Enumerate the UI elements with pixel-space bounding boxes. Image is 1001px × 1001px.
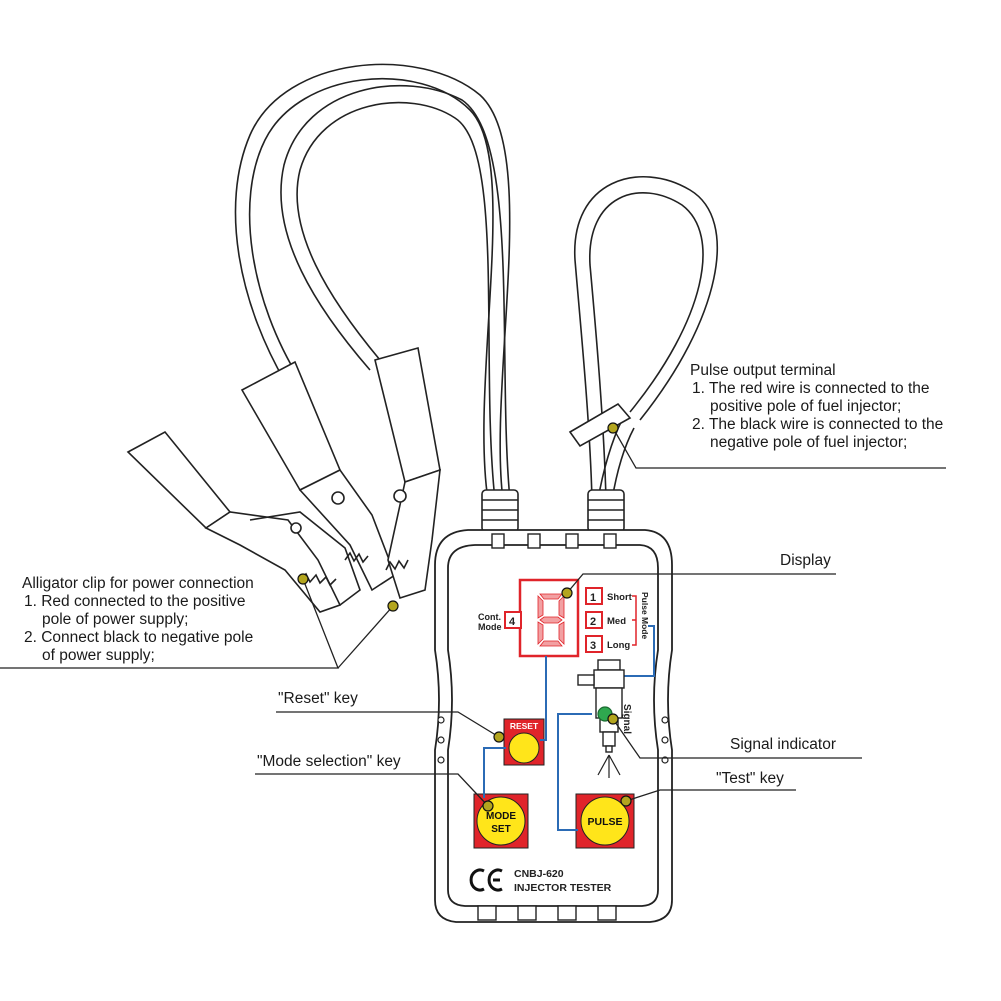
marker-test — [620, 795, 632, 807]
pulse-mode-label: Pulse Mode — [640, 592, 650, 640]
marker-mode — [482, 800, 494, 812]
alligator-clip-right — [374, 346, 441, 600]
ce-mark — [469, 868, 503, 892]
model-label: CNBJ-620 — [514, 868, 564, 880]
top-ribs — [491, 533, 617, 549]
cont-mode-number: 4 — [509, 616, 516, 628]
mode-3-number: 3 — [590, 640, 596, 652]
mode-2-number: 2 — [590, 616, 596, 628]
callout-signal-indicator: Signal indicator — [730, 736, 836, 753]
leader-lines — [0, 427, 946, 807]
mode-1-label: Short — [607, 592, 633, 603]
callout-pulse-output-line: 2. The black wire is connected to the — [692, 416, 944, 433]
alligator-clip-middle — [240, 360, 396, 592]
callout-display: Display — [780, 552, 831, 569]
product-label: INJECTOR TESTER — [514, 882, 612, 894]
power-cable — [234, 63, 511, 501]
marker-alligator-1 — [297, 573, 309, 585]
callout-pulse-output-title: Pulse output terminal — [690, 362, 836, 379]
marker-reset — [493, 731, 505, 743]
cont-mode-line2: Mode — [478, 622, 502, 632]
reset-key[interactable] — [508, 732, 540, 764]
callout-pulse-output-line: positive pole of fuel injector; — [710, 398, 902, 415]
marker-alligator-2 — [387, 600, 399, 612]
cont-mode-line1: Cont. — [478, 612, 501, 622]
callout-test-key: "Test" key — [716, 770, 784, 787]
reset-label: RESET — [510, 721, 539, 731]
mode-3-label: Long — [607, 640, 630, 651]
injector-graphic — [577, 659, 625, 753]
callout-pulse-output: Pulse output terminal 1. The red wire is… — [690, 362, 943, 452]
marker-pulse-output — [607, 422, 619, 434]
pulse-label: PULSE — [587, 816, 622, 828]
callout-markers — [297, 422, 632, 812]
callout-alligator-line: of power supply; — [42, 647, 155, 664]
pulse-key[interactable] — [580, 796, 630, 846]
pulse-mode-wire — [614, 625, 655, 677]
callout-pulse-output-line: 1. The red wire is connected to the — [692, 380, 930, 397]
mode-2-label: Med — [607, 616, 626, 627]
pulse-cable-sleeve — [568, 402, 632, 448]
callout-alligator-line: 1. Red connected to the positive — [24, 593, 246, 610]
callout-alligator-line: 2. Connect black to negative pole — [24, 629, 254, 646]
callout-alligator: Alligator clip for power connection 1. R… — [22, 575, 254, 665]
strain-relief-left — [481, 489, 519, 533]
mode-bracket — [632, 595, 637, 646]
mode-boxes — [504, 587, 603, 653]
strain-relief-right — [587, 489, 625, 533]
internal-wires — [483, 656, 592, 831]
seven-segment-digit — [537, 593, 565, 647]
callout-mode-key: "Mode selection" key — [257, 753, 401, 770]
marker-signal — [607, 713, 619, 725]
callout-reset-key: "Reset" key — [278, 690, 358, 707]
spray-lines — [597, 754, 621, 778]
bottom-ribs — [477, 905, 617, 921]
mode-set-label-line2: SET — [491, 824, 510, 835]
callout-alligator-title: Alligator clip for power connection — [22, 575, 254, 592]
mode-set-label-line1: MODE — [486, 811, 516, 822]
signal-label: Signal — [621, 704, 632, 734]
callout-alligator-line: pole of power supply; — [42, 611, 189, 628]
marker-display — [561, 587, 573, 599]
callout-pulse-output-line: negative pole of fuel injector; — [710, 434, 908, 451]
mode-1-number: 1 — [590, 592, 596, 604]
